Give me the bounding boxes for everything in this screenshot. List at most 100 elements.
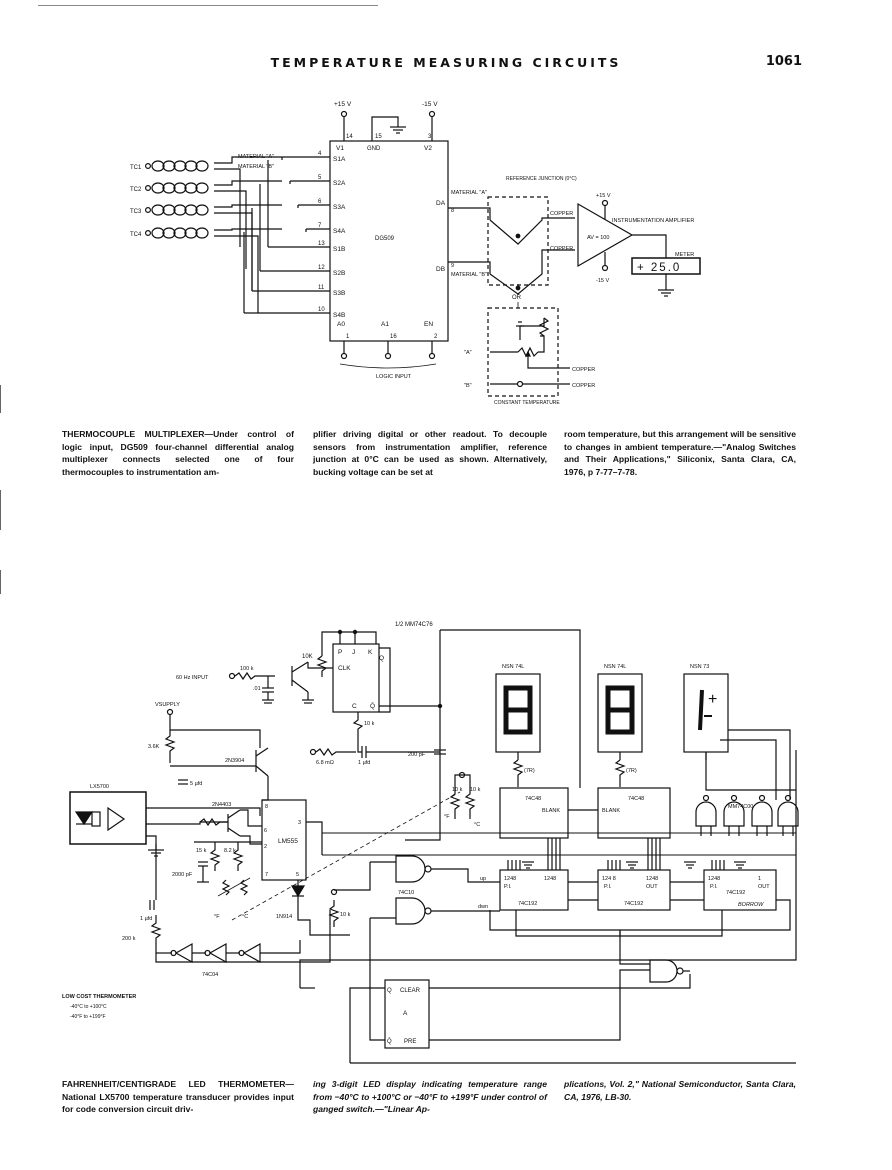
input-60hz-label: 60 Hz INPUT: [176, 675, 209, 681]
counter-out-label: OUT: [646, 884, 658, 890]
pin-number: 11: [318, 285, 325, 291]
lead-b: [214, 190, 247, 269]
amp-label: INSTRUMENTATION AMPLIFIER: [612, 218, 694, 224]
pin-number: 6: [318, 199, 322, 205]
thermocouple-label: TC2: [130, 187, 142, 193]
cap-label: 1 µfd: [358, 760, 370, 766]
chip-name: 74C192: [726, 890, 745, 896]
twisted-pair: [195, 227, 209, 239]
thermocouple-junction: [145, 163, 152, 170]
logic-input-label: LOGIC INPUT: [376, 374, 412, 380]
instrumentation-amplifier: [577, 202, 634, 268]
a0-label: A0: [337, 321, 345, 328]
switch-label: S1B: [333, 246, 345, 253]
caption2-col2: ing 3-digit LED display indicating tempe…: [313, 1079, 547, 1115]
switch-label: S2B: [333, 270, 345, 277]
caption2-col3: plications, Vol. 2," National Semiconduc…: [564, 1079, 796, 1102]
gain-label: AV = 100: [587, 235, 609, 241]
cap-label: 200 pF: [408, 752, 426, 758]
d-flipflop: [384, 979, 430, 1049]
db-label: DB: [436, 266, 445, 273]
r-label: 10 k: [452, 787, 463, 793]
terminal: [428, 110, 436, 118]
twisted-pair: [151, 160, 165, 172]
twisted-pair: [184, 160, 198, 172]
display-part-label: NSN 74L: [604, 664, 626, 670]
or-label: OR: [512, 295, 522, 301]
twisted-pair: [173, 204, 187, 216]
material-a-label: MATERIAL "A": [238, 154, 274, 160]
wire: [728, 729, 791, 800]
thermocouple-label: TC3: [130, 209, 142, 215]
inverter-gate: [174, 942, 193, 964]
nand-gate: [695, 801, 717, 827]
up-label: up: [480, 876, 486, 882]
decoder-74c48: [597, 787, 671, 839]
cap-label: 2000 pF: [172, 872, 193, 878]
twisted-pair: [162, 160, 176, 172]
counter-74c192: [499, 869, 569, 911]
chip-name: DG509: [375, 236, 395, 242]
counter-pi: P.I.: [504, 884, 512, 890]
chip-name: MM74C00: [728, 804, 753, 810]
twisted-pair: [184, 204, 198, 216]
cap-label: .01: [253, 686, 261, 692]
twisted-pair: [151, 227, 165, 239]
q-label: Q: [387, 988, 392, 994]
a-label: A: [403, 1010, 408, 1017]
twisted-pair: [162, 227, 176, 239]
twisted-pair: [151, 182, 165, 194]
switch-label: S1A: [333, 156, 346, 163]
clear-label: CLEAR: [400, 988, 421, 994]
pin-k: K: [368, 649, 373, 656]
caption1-col3: room temperature, but this arrangement w…: [564, 429, 796, 477]
reference-junction-box: [487, 196, 549, 286]
caption1-text: —Under control of logic input, DG509 fou…: [62, 429, 294, 477]
pin-label: 2: [434, 334, 438, 340]
nand-gate: [777, 801, 799, 827]
chip-name: 74C192: [518, 901, 537, 907]
diode-label: 1N914: [276, 914, 292, 920]
twisted-pair: [173, 227, 187, 239]
a1-label: A1: [381, 321, 389, 328]
pin-label: 8: [265, 804, 268, 810]
twisted-pair: [162, 204, 176, 216]
range-f: -40°F to +199°F: [70, 1014, 106, 1020]
inverter-chain-74c04: [156, 940, 301, 964]
display-part-label: NSN 73: [690, 664, 709, 670]
pin-number: 4: [318, 151, 322, 157]
chip-name: 74C48: [525, 796, 541, 802]
c-label: °C: [474, 822, 480, 828]
pin-number: 13: [318, 241, 325, 247]
supply-pos-label: +15 V: [334, 101, 352, 108]
pre-label: PRE: [404, 1039, 416, 1045]
r-label: 10 k: [470, 787, 481, 793]
amp-supply-pos: +15 V: [596, 193, 611, 199]
constant-temp-label: CONSTANT TEMPERATURE: [494, 400, 560, 406]
caption2-title: FAHRENHEIT/CENTIGRADE LED THERMOMETER: [62, 1079, 286, 1089]
copper-label: COPPER: [572, 383, 595, 389]
page-number: 1061: [765, 54, 802, 69]
pin-label: 7: [265, 872, 268, 878]
constant-temperature-box: [487, 307, 559, 397]
material-b-label: MATERIAL "B": [238, 164, 274, 170]
digit-segments: [605, 685, 635, 735]
decoder-74c48: [499, 787, 569, 839]
counter-pi: P.I.: [604, 884, 612, 890]
supply-neg-label: -15 V: [422, 101, 438, 108]
twisted-pair: [151, 204, 165, 216]
da-label: DA: [436, 200, 446, 207]
out-material-a: MATERIAL "A": [451, 190, 487, 196]
transistor-label: 2N4403: [212, 802, 231, 808]
caption2-col1: FAHRENHEIT/CENTIGRADE LED THERMOMETER—Na…: [62, 1078, 294, 1116]
resistor: [614, 759, 626, 787]
en-label: EN: [424, 321, 433, 328]
pin-label: 3: [428, 134, 432, 140]
terminal: [340, 110, 348, 118]
out-material-b: MATERIAL "B": [451, 272, 487, 278]
r-label: 10 k: [364, 721, 375, 727]
r-label: 200 k: [122, 936, 136, 942]
